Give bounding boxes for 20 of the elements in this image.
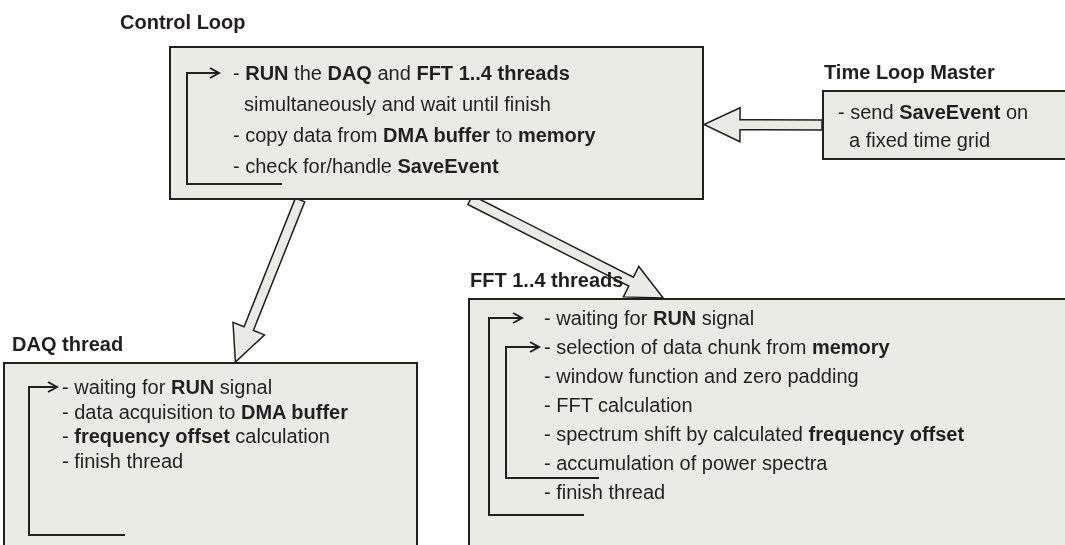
step-text: - finish thread: [544, 480, 667, 505]
heading: FFT 1..4 threads: [470, 268, 624, 292]
heading: Time Loop Master: [824, 60, 995, 84]
step-text: - data acquisition to DMA buffer: [62, 399, 350, 424]
step-text: - spectrum shift by calculated frequency offset: [544, 422, 966, 447]
heading: DAQ thread: [12, 332, 124, 356]
step-text: - FFT calculation: [544, 393, 694, 418]
step-text: - window function and zero padding: [544, 364, 860, 389]
step-text: - waiting for RUN signal: [62, 375, 274, 400]
step-text: - frequency offset calculation: [62, 424, 331, 449]
step-text: - copy data from DMA buffer to memory: [233, 123, 597, 148]
step-text: - check for/handle SaveEvent: [233, 154, 500, 179]
step-text: - waiting for RUN signal: [544, 306, 756, 331]
block-arrow: [232, 197, 306, 364]
step-text: - send SaveEvent on a fixed time grid: [838, 100, 1030, 153]
step-text: - accumulation of power spectra: [544, 451, 829, 476]
heading: Control Loop: [120, 10, 246, 34]
step-text: - finish thread: [62, 448, 185, 473]
step-text: - selection of data chunk from memory: [544, 335, 891, 360]
block-arrow: [702, 106, 823, 143]
